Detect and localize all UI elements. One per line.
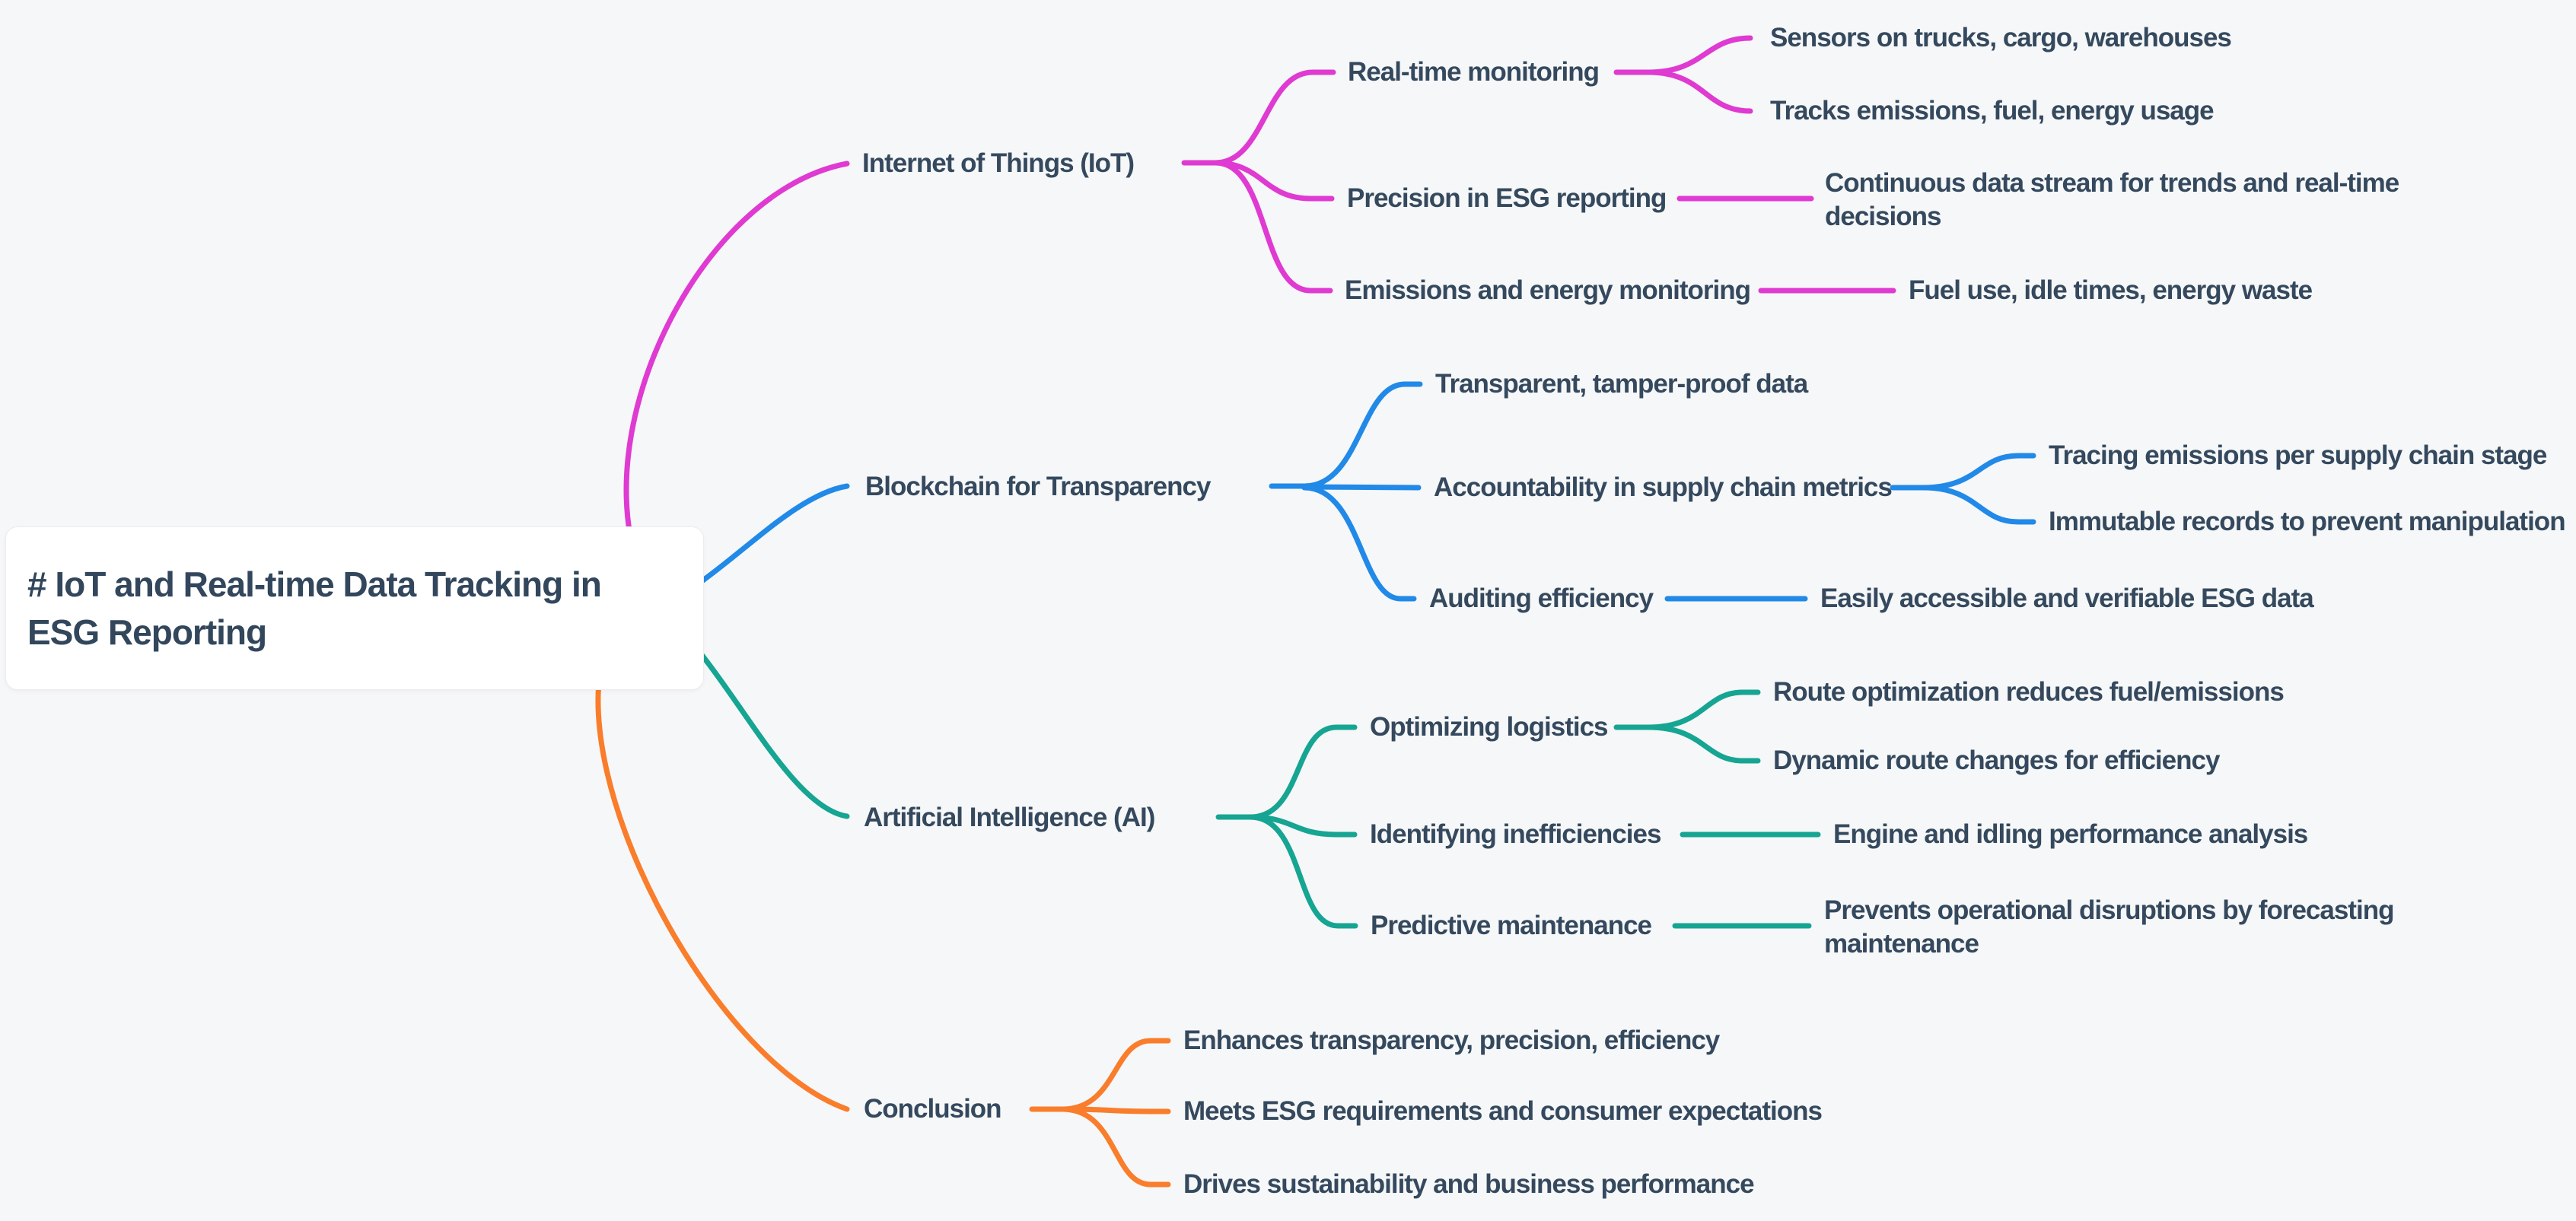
node-continuous-data-stream-line-1: Continuous data stream for trends and re… (1825, 168, 2399, 198)
node-precision-in-esg-reporting[interactable]: Precision in ESG reporting (1347, 183, 1667, 213)
node-dynamic-route-changes[interactable]: Dynamic route changes for efficiency (1773, 746, 2220, 775)
node-prevents-disruptions-line-2: maintenance (1824, 929, 1979, 959)
root-title-line-1: # IoT and Real-time Data Tracking in (27, 564, 602, 604)
node-route-optimization[interactable]: Route optimization reduces fuel/emission… (1773, 677, 2285, 707)
root-node[interactable]: # IoT and Real-time Data Tracking in ESG… (5, 526, 704, 690)
node-fuel-use-idle-times[interactable]: Fuel use, idle times, energy waste (1909, 275, 2313, 305)
link-root-conclusion (595, 636, 850, 1112)
node-immutable-records[interactable]: Immutable records to prevent manipulatio… (2049, 507, 2566, 536)
node-enhances-transparency[interactable]: Enhances transparency, precision, effici… (1183, 1025, 1720, 1055)
node-auditing-efficiency[interactable]: Auditing efficiency (1429, 583, 1654, 613)
node-engine-idling-analysis[interactable]: Engine and idling performance analysis (1833, 819, 2308, 849)
link-iot-precision (1212, 160, 1335, 202)
node-predictive-maintenance[interactable]: Predictive maintenance (1371, 911, 1652, 940)
node-prevents-disruptions[interactable]: Prevents operational disruptions by fore… (1824, 894, 2394, 961)
link-accountability-immutable (1920, 485, 2036, 525)
node-artificial-intelligence[interactable]: Artificial Intelligence (AI) (864, 803, 1155, 832)
node-blockchain-for-transparency[interactable]: Blockchain for Transparency (865, 472, 1211, 501)
node-conclusion[interactable]: Conclusion (864, 1094, 1002, 1124)
node-meets-esg-requirements[interactable]: Meets ESG requirements and consumer expe… (1183, 1096, 1823, 1126)
node-emissions-and-energy-monitoring[interactable]: Emissions and energy monitoring (1345, 275, 1751, 305)
link-realtime-sensors (1645, 35, 1753, 75)
node-drives-sustainability[interactable]: Drives sustainability and business perfo… (1183, 1169, 1755, 1199)
node-identifying-inefficiencies[interactable]: Identifying inefficiencies (1370, 819, 1661, 849)
node-sensors-on-trucks[interactable]: Sensors on trucks, cargo, warehouses (1770, 23, 2232, 52)
node-transparent-tamper-proof-data[interactable]: Transparent, tamper-proof data (1435, 369, 1808, 399)
link-optimizing-route (1645, 689, 1761, 730)
node-accountability-supply-chain[interactable]: Accountability in supply chain metrics (1434, 472, 1893, 502)
link-conclusion-enhances (1059, 1038, 1171, 1112)
node-easily-accessible-esg-data[interactable]: Easily accessible and verifiable ESG dat… (1820, 583, 2314, 613)
node-optimizing-logistics[interactable]: Optimizing logistics (1370, 712, 1609, 742)
node-internet-of-things[interactable]: Internet of Things (IoT) (862, 148, 1135, 178)
node-real-time-monitoring[interactable]: Real-time monitoring (1348, 57, 1600, 87)
link-accountability-tracing (1920, 453, 2036, 491)
link-iot-emissions (1212, 160, 1333, 294)
link-blockchain-transparent (1301, 381, 1423, 489)
link-blockchain-auditing (1301, 485, 1417, 602)
node-continuous-data-stream[interactable]: Continuous data stream for trends and re… (1825, 167, 2399, 234)
node-prevents-disruptions-line-1: Prevents operational disruptions by fore… (1824, 895, 2394, 925)
link-optimizing-dynamic (1645, 724, 1761, 764)
node-tracks-emissions[interactable]: Tracks emissions, fuel, energy usage (1770, 96, 2215, 126)
link-iot-realtime (1212, 69, 1336, 166)
link-conclusion-drives (1059, 1106, 1171, 1188)
link-blockchain-accountability (1301, 484, 1422, 491)
link-ai-optimizing (1247, 724, 1358, 820)
node-continuous-data-stream-line-2: decisions (1825, 202, 1941, 231)
link-realtime-tracks (1645, 69, 1753, 114)
node-tracing-emissions[interactable]: Tracing emissions per supply chain stage (2049, 440, 2547, 470)
root-title-line-2: ESG Reporting (27, 612, 267, 652)
link-ai-predictive (1247, 814, 1358, 929)
